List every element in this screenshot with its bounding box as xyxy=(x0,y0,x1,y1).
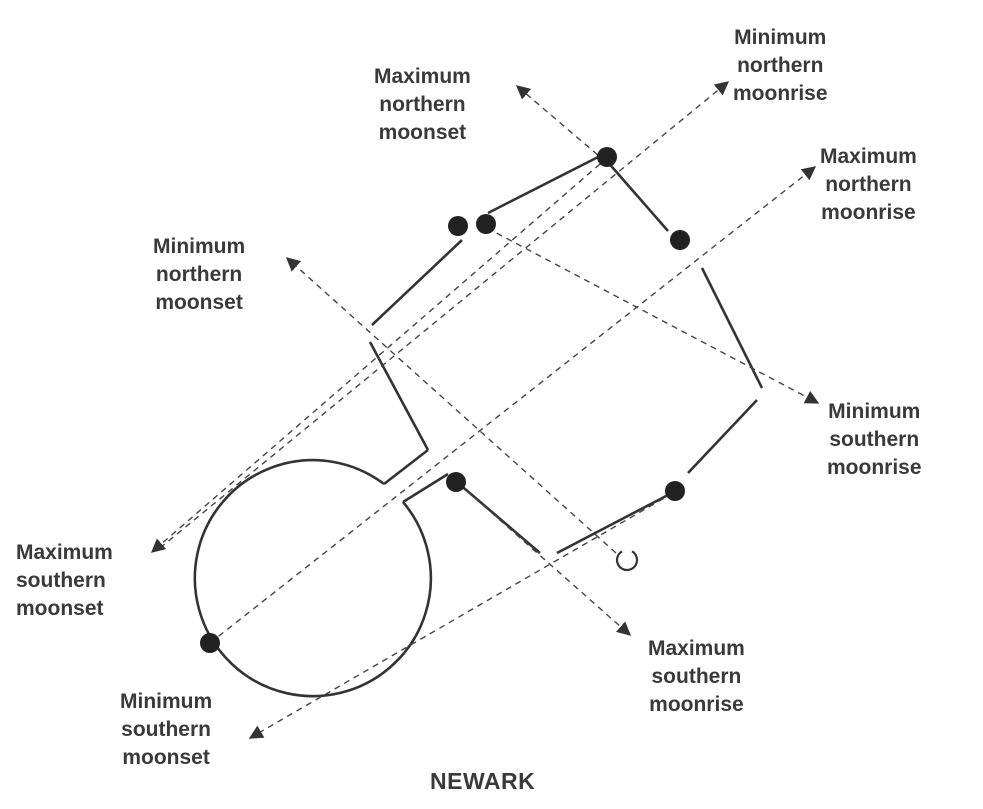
earthwork-outline xyxy=(193,151,764,698)
octagon-wall-e xyxy=(700,267,764,389)
diagram-title: NEWARK xyxy=(430,768,536,794)
octagon-wall-ne xyxy=(605,159,669,232)
sightline-min-north-moonrise-reverse xyxy=(150,163,601,553)
octagon-wall-w-upper xyxy=(371,239,463,326)
octagon-wall-w-lower xyxy=(368,341,430,451)
connector-wall-lower xyxy=(402,472,449,504)
sightline-max-north-moonrise xyxy=(209,166,817,644)
observatory-mound-open xyxy=(615,548,639,572)
connector-wall-upper xyxy=(383,448,429,486)
point-north-left xyxy=(448,216,468,236)
octagon-wall-n xyxy=(487,151,607,215)
octagon-wall-sw xyxy=(457,482,541,554)
observation-points xyxy=(200,147,690,653)
point-se xyxy=(665,481,685,501)
point-north-top xyxy=(597,147,617,167)
sightline-max-south-moonrise xyxy=(457,482,632,636)
point-ne xyxy=(670,230,690,250)
sightline-min-south-moonrise xyxy=(486,227,820,404)
sightline-max-north-moonset xyxy=(515,85,607,163)
point-sw xyxy=(446,472,466,492)
octagon-wall-se xyxy=(687,399,758,474)
sightline-min-north-moonset xyxy=(285,257,617,554)
point-north-right xyxy=(476,214,496,234)
octagon-wall-s xyxy=(556,493,669,555)
circle-enclosure xyxy=(193,458,433,698)
sightline-min-north-moonrise xyxy=(159,81,730,549)
point-circle xyxy=(200,633,220,653)
sightlines xyxy=(150,81,820,739)
sightline-min-south-moonset xyxy=(248,492,674,739)
